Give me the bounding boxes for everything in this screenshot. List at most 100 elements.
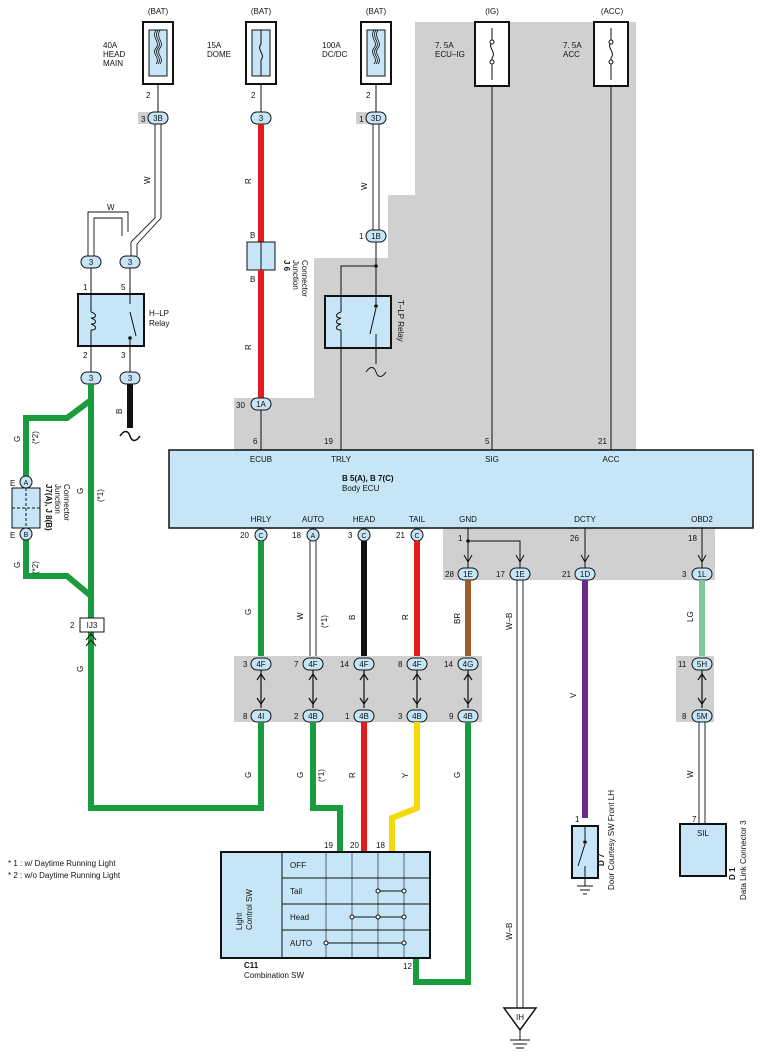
svg-text:G: G bbox=[13, 562, 22, 568]
wire-green-gnd-lower bbox=[413, 722, 471, 985]
svg-text:TRLY: TRLY bbox=[331, 455, 352, 464]
svg-text:SIG: SIG bbox=[485, 455, 499, 464]
svg-text:(BAT): (BAT) bbox=[366, 7, 387, 16]
svg-text:3: 3 bbox=[89, 258, 94, 267]
svg-text:A: A bbox=[24, 480, 29, 487]
svg-text:19: 19 bbox=[324, 841, 333, 850]
svg-text:18: 18 bbox=[376, 841, 385, 850]
svg-text:TAIL: TAIL bbox=[409, 515, 426, 524]
junction-3: 3 bbox=[250, 84, 272, 125]
svg-text:7: 7 bbox=[294, 660, 299, 669]
svg-text:4F: 4F bbox=[359, 660, 368, 669]
svg-text:3: 3 bbox=[141, 115, 146, 124]
svg-text:G: G bbox=[296, 772, 305, 778]
svg-text:18: 18 bbox=[688, 534, 697, 543]
svg-text:30: 30 bbox=[236, 401, 245, 410]
svg-text:DCTY: DCTY bbox=[574, 515, 596, 524]
lower-wire-labels: G W (*1) B R BR W–B V LG bbox=[244, 609, 695, 698]
fuse-acc: (ACC) 7. 5A ACC bbox=[563, 7, 629, 87]
svg-text:Head: Head bbox=[290, 913, 309, 922]
svg-text:(*1): (*1) bbox=[320, 615, 329, 628]
data-link-connector: 7 SIL D 1 Data Link Connector 3 bbox=[679, 815, 748, 900]
svg-text:2: 2 bbox=[251, 91, 256, 100]
svg-text:DC/DC: DC/DC bbox=[322, 50, 348, 59]
svg-text:R: R bbox=[244, 178, 253, 184]
svg-text:8: 8 bbox=[682, 712, 687, 721]
svg-text:4B: 4B bbox=[463, 712, 473, 721]
body-ecu: 6 19 5 21 ECUB TRLY SIG ACC B 5(A), B 7(… bbox=[168, 437, 754, 529]
svg-text:14: 14 bbox=[340, 660, 349, 669]
svg-text:20: 20 bbox=[350, 841, 359, 850]
svg-text:1A: 1A bbox=[256, 400, 266, 409]
svg-text:BR: BR bbox=[453, 613, 462, 624]
connector-ij3: 2 IJ3 bbox=[70, 617, 105, 647]
svg-text:G: G bbox=[244, 772, 253, 778]
svg-text:(IG): (IG) bbox=[485, 7, 499, 16]
shaded-area-upper bbox=[234, 22, 636, 450]
svg-text:1: 1 bbox=[83, 283, 88, 292]
svg-text:3: 3 bbox=[128, 258, 133, 267]
combination-switch: 19 20 18 OFF Tail Head AUTO Light Contro… bbox=[220, 841, 431, 980]
svg-text:AUTO: AUTO bbox=[290, 939, 312, 948]
svg-text:1: 1 bbox=[575, 815, 580, 824]
svg-text:* 2 : w/o Daytime Running Ligh: * 2 : w/o Daytime Running Light bbox=[8, 871, 121, 880]
svg-text:G: G bbox=[453, 772, 462, 778]
svg-text:14: 14 bbox=[444, 660, 453, 669]
svg-text:V: V bbox=[569, 692, 578, 698]
wire-white-hlp: W W bbox=[87, 124, 162, 256]
svg-text:21: 21 bbox=[396, 531, 405, 540]
svg-text:(*2): (*2) bbox=[31, 561, 40, 574]
svg-text:(BAT): (BAT) bbox=[251, 7, 272, 16]
svg-text:Data Link Connector 3: Data Link Connector 3 bbox=[739, 820, 748, 900]
svg-text:HEAD: HEAD bbox=[353, 515, 375, 524]
svg-text:C: C bbox=[361, 533, 366, 540]
svg-text:5: 5 bbox=[121, 283, 126, 292]
svg-text:Tail: Tail bbox=[290, 887, 302, 896]
svg-text:OFF: OFF bbox=[290, 861, 306, 870]
svg-text:8: 8 bbox=[243, 712, 248, 721]
svg-text:2: 2 bbox=[294, 712, 299, 721]
svg-text:Connector: Connector bbox=[62, 484, 71, 521]
fuse-dcdc: (BAT) 100A DC/DC 2 bbox=[322, 7, 392, 100]
wire-green-auto-lower bbox=[310, 722, 343, 852]
junction-j6: B J 6 Junction Connector B bbox=[246, 231, 309, 297]
svg-text:2: 2 bbox=[366, 91, 371, 100]
svg-text:20: 20 bbox=[240, 531, 249, 540]
wire-yellow-tail-lower bbox=[389, 722, 420, 852]
svg-text:1D: 1D bbox=[580, 570, 590, 579]
svg-text:ACC: ACC bbox=[563, 50, 580, 59]
svg-text:3: 3 bbox=[89, 374, 94, 383]
hlp-relay: H–LP Relay bbox=[77, 293, 169, 347]
svg-text:5H: 5H bbox=[697, 660, 707, 669]
svg-text:R: R bbox=[348, 772, 357, 778]
svg-text:DOME: DOME bbox=[207, 50, 231, 59]
svg-text:HRLY: HRLY bbox=[251, 515, 272, 524]
wire-white-auto bbox=[309, 541, 317, 656]
svg-text:B: B bbox=[24, 532, 29, 539]
svg-text:G: G bbox=[76, 488, 85, 494]
wire-white-black-gnd bbox=[516, 580, 524, 1008]
svg-text:4I: 4I bbox=[258, 712, 265, 721]
svg-text:HEAD: HEAD bbox=[103, 50, 125, 59]
svg-text:W: W bbox=[296, 612, 305, 620]
svg-text:SIL: SIL bbox=[697, 829, 710, 838]
svg-text:28: 28 bbox=[445, 570, 454, 579]
svg-text:3: 3 bbox=[128, 374, 133, 383]
svg-text:100A: 100A bbox=[322, 41, 341, 50]
svg-text:* 1 : w/ Daytime Running Light: * 1 : w/ Daytime Running Light bbox=[8, 859, 116, 868]
svg-text:A: A bbox=[311, 533, 316, 540]
svg-text:(BAT): (BAT) bbox=[148, 7, 169, 16]
svg-text:C: C bbox=[414, 533, 419, 540]
svg-text:6: 6 bbox=[253, 437, 258, 446]
svg-text:(*2): (*2) bbox=[31, 431, 40, 444]
svg-text:LG: LG bbox=[686, 611, 695, 622]
svg-text:3D: 3D bbox=[371, 114, 381, 123]
svg-text:19: 19 bbox=[324, 437, 333, 446]
svg-text:40A: 40A bbox=[103, 41, 118, 50]
svg-text:1E: 1E bbox=[515, 570, 525, 579]
svg-text:Door Courtesy SW Front LH: Door Courtesy SW Front LH bbox=[607, 790, 616, 890]
svg-text:21: 21 bbox=[598, 437, 607, 446]
svg-text:D 7: D 7 bbox=[597, 853, 606, 866]
mid-connector-row2: 8 4I 2 4B 1 4B 3 4B 9 4B 8 5M bbox=[243, 709, 713, 723]
svg-text:2: 2 bbox=[146, 91, 151, 100]
